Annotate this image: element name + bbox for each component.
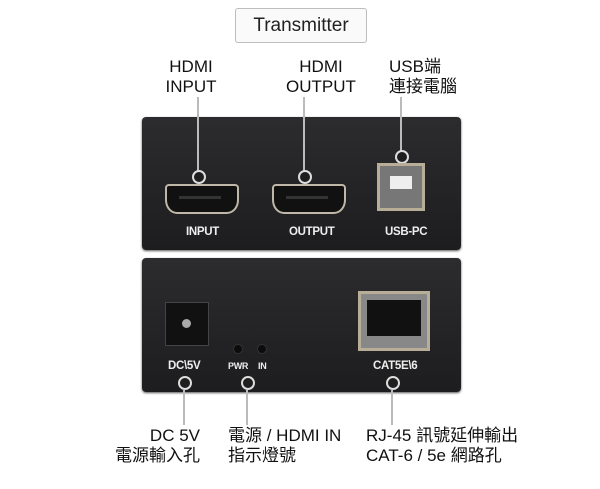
callout-dot [298, 170, 312, 184]
port-label-in: IN [258, 361, 267, 371]
label-hdmi-output: HDMI OUTPUT [286, 57, 356, 96]
hdmi-input-port [165, 184, 239, 214]
in-led [257, 344, 267, 354]
rj45-port [358, 291, 430, 351]
port-label-cat: CAT5E\6 [373, 360, 418, 372]
label-led: 電源 / HDMI IN 指示燈號 [228, 426, 342, 465]
label-dc: DC 5V 電源輸入孔 [115, 426, 200, 465]
callout-dot [386, 376, 400, 390]
dc-jack [165, 302, 209, 346]
leader-line [246, 390, 248, 425]
callout-dot [192, 170, 206, 184]
hdmi-output-port [272, 184, 346, 214]
port-label-input: INPUT [186, 226, 220, 238]
port-label-output: OUTPUT [289, 226, 335, 238]
leader-line [400, 97, 402, 154]
port-label-usb: USB-PC [385, 226, 428, 238]
title-box: Transmitter [235, 8, 367, 43]
callout-dot [395, 150, 409, 164]
leader-line [197, 97, 199, 174]
leader-line [391, 390, 393, 425]
label-hdmi-input: HDMI INPUT [165, 57, 217, 96]
label-usb: USB端 連接電腦 [389, 57, 457, 96]
leader-line [303, 97, 305, 174]
callout-dot [178, 376, 192, 390]
port-label-dc: DC\5V [168, 360, 201, 372]
usb-b-port [377, 163, 425, 211]
port-label-pwr: PWR [228, 361, 249, 371]
leader-line [183, 390, 185, 425]
label-rj45: RJ-45 訊號延伸輸出 CAT-6 / 5e 網路孔 [366, 426, 519, 465]
callout-dot [241, 376, 255, 390]
pwr-led [233, 344, 243, 354]
